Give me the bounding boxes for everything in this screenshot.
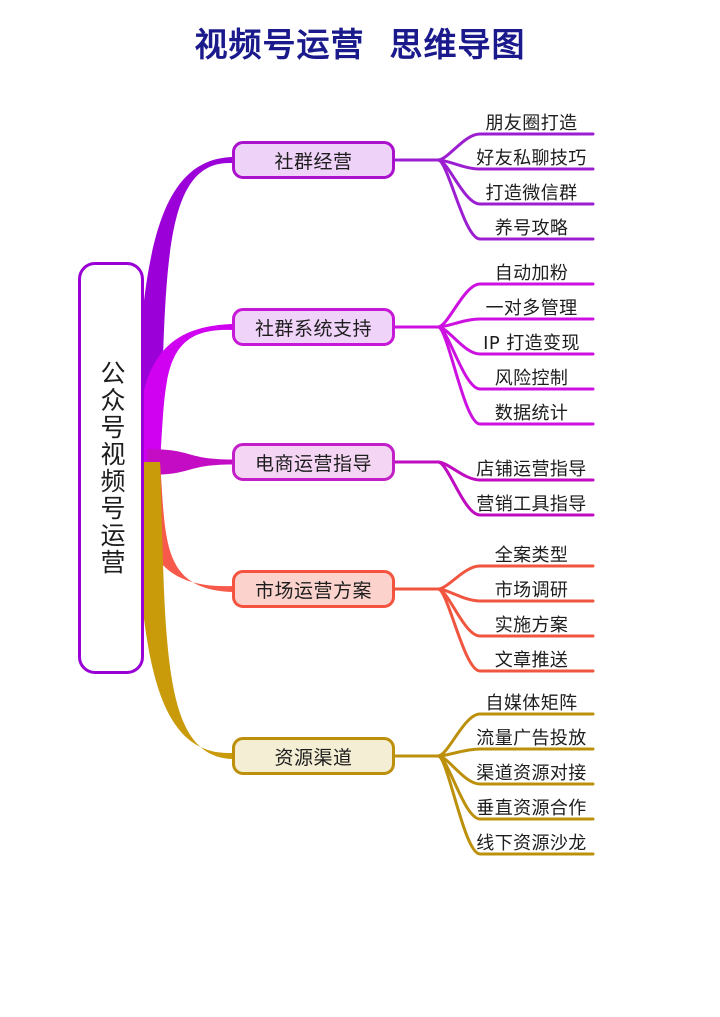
root-node[interactable]: 公众号视频号运营	[78, 262, 144, 674]
leaf-connector	[436, 317, 595, 329]
branch-connector	[134, 157, 232, 462]
leaf-label[interactable]: IP 打造变现	[483, 333, 580, 354]
branch-node[interactable]: 电商运营指导	[232, 443, 395, 481]
leaf-connector	[436, 747, 595, 758]
leaf-label[interactable]: 打造微信群	[485, 183, 578, 204]
branch-node[interactable]: 资源渠道	[232, 737, 395, 775]
leaf-label[interactable]: 线下资源沙龙	[476, 833, 587, 854]
leaf-label[interactable]: 营销工具指导	[476, 494, 587, 515]
leaf-label[interactable]: 店铺运营指导	[476, 459, 587, 480]
branch-connector	[134, 462, 232, 592]
leaf-label[interactable]: 实施方案	[494, 615, 569, 636]
leaf-label[interactable]: 文章推送	[494, 650, 569, 671]
leaf-label[interactable]: 渠道资源对接	[476, 763, 587, 784]
leaf-label[interactable]: 风险控制	[494, 368, 569, 389]
leaf-label[interactable]: 养号攻略	[494, 218, 569, 239]
branch-node-label: 资源渠道	[274, 746, 353, 769]
leaf-label[interactable]: 朋友圈打造	[485, 113, 578, 134]
root-node-label: 公众号视频号运营	[97, 360, 126, 576]
leaf-label[interactable]: 全案类型	[494, 545, 569, 566]
leaf-label[interactable]: 市场调研	[494, 580, 569, 601]
leaf-label[interactable]: 垂直资源合作	[476, 798, 587, 819]
branch-node-label: 电商运营指导	[254, 452, 372, 475]
leaf-label[interactable]: 自媒体矩阵	[485, 693, 578, 714]
branch-node[interactable]: 社群系统支持	[232, 308, 395, 346]
leaf-label[interactable]: 数据统计	[494, 403, 569, 424]
branch-node[interactable]: 社群经营	[232, 141, 395, 179]
branch-node-label: 市场运营方案	[254, 579, 372, 602]
leaf-label[interactable]: 一对多管理	[485, 298, 578, 319]
branch-connector	[134, 324, 232, 462]
leaf-label[interactable]: 流量广告投放	[476, 728, 587, 749]
leaf-label[interactable]: 好友私聊技巧	[476, 148, 587, 169]
branch-node-label: 社群系统支持	[254, 317, 372, 340]
branch-node[interactable]: 市场运营方案	[232, 570, 395, 608]
page-title: 视频号运营 思维导图	[194, 25, 526, 64]
branch-connector	[134, 462, 232, 759]
branch-connector	[147, 449, 232, 475]
branch-node-label: 社群经营	[274, 150, 353, 173]
leaf-label[interactable]: 自动加粉	[494, 263, 569, 284]
